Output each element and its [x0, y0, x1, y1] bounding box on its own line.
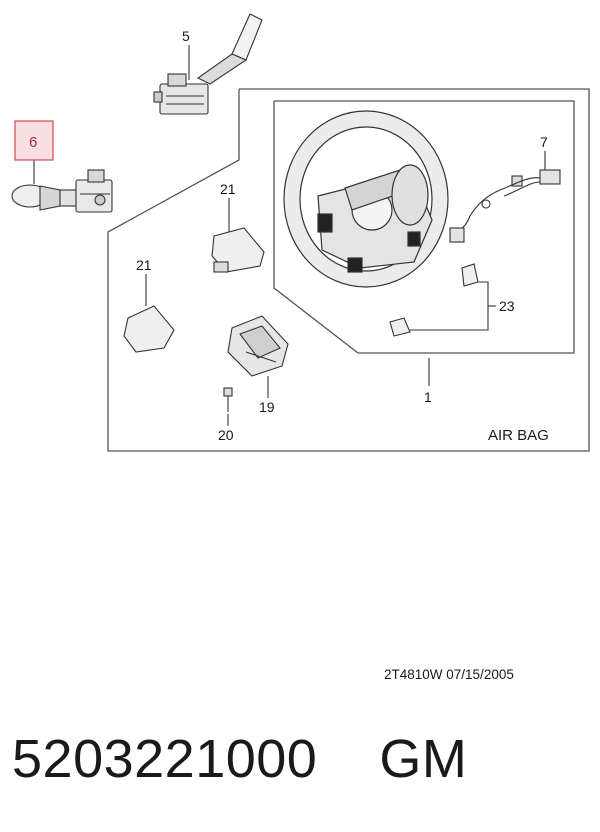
harness-7	[449, 169, 561, 243]
switch-assembly-5	[153, 13, 263, 115]
steering-wheel-1	[283, 110, 449, 288]
callout-21-upper[interactable]: 21	[220, 181, 236, 197]
callout-23[interactable]: 23	[499, 298, 515, 314]
part-number-line: 5203221000 GM	[12, 729, 468, 789]
airbag-frame	[107, 88, 590, 452]
callout-7[interactable]: 7	[540, 134, 548, 150]
callout-20[interactable]: 20	[218, 427, 234, 443]
callout-1[interactable]: 1	[424, 389, 432, 405]
leader-lines	[33, 45, 546, 426]
airbag-label: AIR BAG	[488, 427, 549, 444]
switch-assembly-6	[11, 169, 113, 213]
callout-5[interactable]: 5	[182, 28, 190, 44]
cover-23	[389, 263, 479, 337]
cover-21-lower	[123, 305, 175, 353]
drawing-reference: 2T4810W 07/15/2005	[384, 667, 514, 682]
highlight-box	[14, 120, 54, 161]
callout-21-lower[interactable]: 21	[136, 257, 152, 273]
callout-6[interactable]: 6	[29, 134, 37, 151]
callout-19[interactable]: 19	[259, 399, 275, 415]
screw-20	[223, 387, 233, 412]
switch-module-19	[227, 315, 289, 377]
steering-wheel-frame	[273, 100, 575, 354]
cover-21-upper	[211, 227, 265, 273]
